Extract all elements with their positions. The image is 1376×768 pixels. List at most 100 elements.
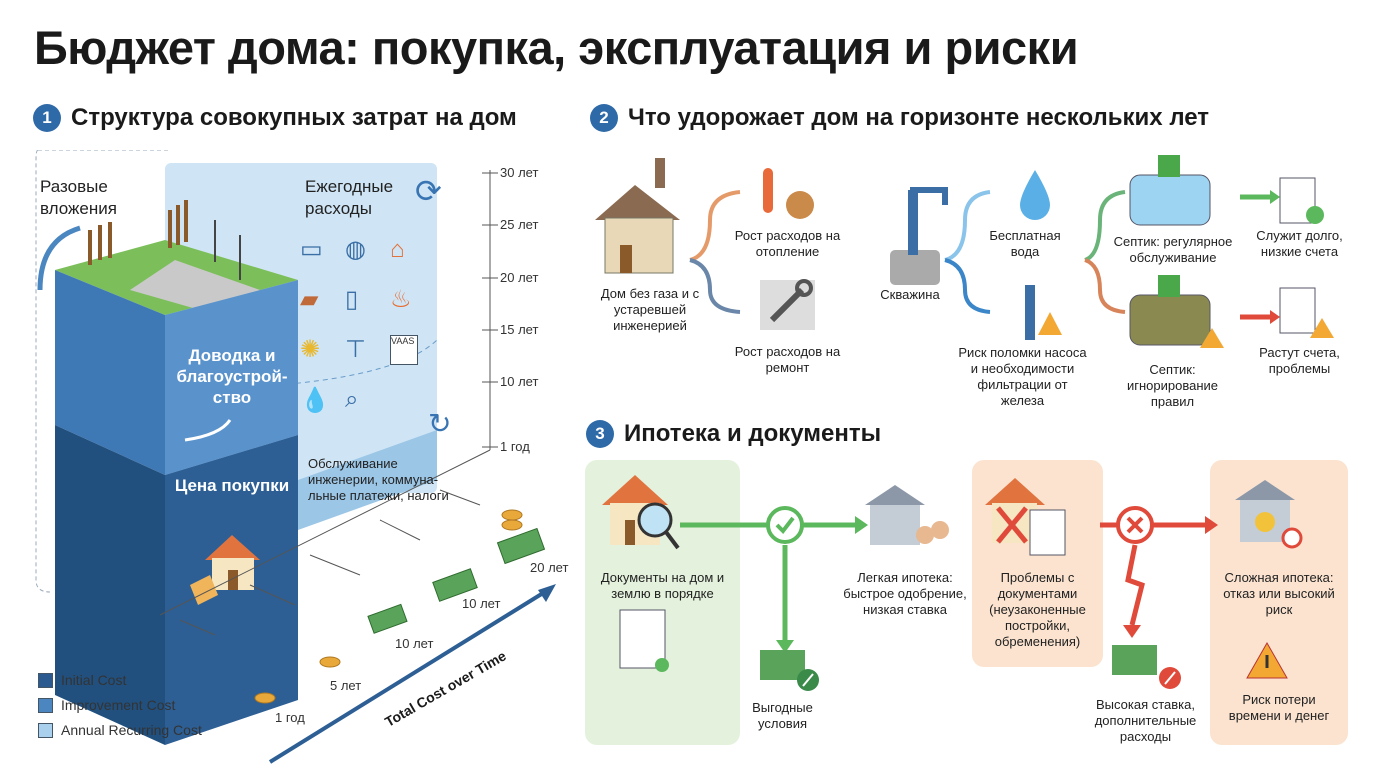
arrow-icon — [1084, 190, 1126, 262]
filter-icon: ▯ — [345, 286, 359, 314]
bank-sad-icon — [1235, 480, 1303, 549]
arrow-icon — [689, 258, 741, 314]
cash-percent-icon — [1112, 645, 1181, 689]
good-terms-label: Выгодные условия — [752, 700, 813, 731]
section-badge: 3 — [586, 420, 614, 448]
section-2-header: 2 Что удорожает дом на горизонте несколь… — [590, 104, 1209, 132]
clock-icon: ↻ — [428, 408, 452, 439]
high-rate-label: Высокая ставка, дополнительные расходы — [1094, 697, 1197, 744]
section-3-header: 3 Ипотека и документы — [586, 420, 881, 448]
cost-step-label: 20 лет — [530, 560, 569, 575]
septic-bad-label: Септик: игнорирование правил — [1126, 362, 1219, 409]
tick-label: 30 лет — [500, 165, 539, 180]
broken-pump-icon — [1025, 285, 1035, 340]
annual-panel-side — [298, 430, 437, 530]
legend-label: Improvement Cost — [61, 697, 176, 713]
documents-check-icon — [619, 609, 669, 672]
cost-step-label: 1 год — [275, 710, 305, 725]
cost-step-label: 5 лет — [330, 678, 362, 693]
bank-family-icon — [865, 485, 949, 545]
cash-icon — [367, 527, 546, 634]
section-badge: 1 — [33, 104, 61, 132]
pump-risk-label: Риск поломки насоса и необходимости филь… — [958, 345, 1087, 408]
cube-left-initial — [55, 425, 165, 745]
purchase-price-label: Цена покупки — [174, 476, 290, 495]
roof-icon: ⌂ — [390, 235, 405, 263]
well-label: Скважина — [880, 287, 940, 302]
tick-label: 25 лет — [500, 217, 539, 232]
zigzag-arrow-icon — [1125, 544, 1145, 626]
docs-problem-label: Проблемы с документами (неузаконенные по… — [989, 570, 1086, 649]
arrow-icon — [184, 419, 232, 442]
old-house-label: Дом без газа и с устаревшей инженерией — [600, 286, 700, 333]
page-title: Бюджет дома: покупка, эксплуатация и рис… — [34, 21, 1079, 74]
old-house-icon — [595, 158, 680, 274]
legend-item-initial: Initial Cost — [38, 672, 202, 688]
gutter-icon: ▰ — [300, 286, 319, 314]
section-1-header: 1 Структура совокупных затрат на дом — [33, 104, 517, 132]
arrow-icon — [944, 190, 991, 262]
house-magnifier-icon — [602, 475, 680, 550]
tank-icon: ◍ — [345, 236, 366, 264]
legend: Initial Cost Improvement Cost Annual Rec… — [38, 672, 202, 738]
total-cost-arrow — [268, 588, 550, 764]
maintenance-label: Обслуживание инженерии, коммуна-льные пл… — [308, 456, 449, 503]
check-circle-icon — [766, 506, 804, 544]
house-price-tag-icon — [190, 535, 260, 605]
cost-structure-graphic — [35, 150, 556, 764]
annual-label: Ежегодные расходы — [305, 177, 394, 218]
section-title: Ипотека и документы — [624, 420, 882, 447]
risk-label: Риск потери времени и денег — [1228, 692, 1330, 723]
legend-item-annual: Annual Recurring Cost — [38, 722, 202, 738]
cube-left-improvement — [55, 270, 165, 475]
wrench-handle — [769, 287, 805, 323]
repair-cost-label: Рост расходов на ремонт — [734, 344, 841, 375]
house-x-document-icon — [985, 478, 1066, 556]
annual-expenses-icons: ▭ ◍ ⌂ ▰ ▯ ♨ ✺ ⊤ VAAS 💧 ⌕ — [300, 225, 435, 425]
bill-ok-icon — [1279, 177, 1316, 224]
section-3-flow — [602, 475, 1303, 691]
warning-icon — [1038, 312, 1062, 335]
arrow-icon — [1084, 258, 1126, 314]
section-title: Что удорожает дом на горизонте нескольки… — [628, 104, 1210, 131]
hard-mortgage-label: Сложная ипотека: отказ или высокий риск — [1223, 570, 1335, 617]
thermometer-money-icon — [763, 168, 814, 219]
tick-label: 15 лет — [500, 322, 539, 337]
boiler-icon: ▭ — [300, 236, 323, 264]
arrow-icon — [944, 258, 991, 314]
well-pump-icon — [890, 187, 948, 285]
cash-percent-icon — [760, 650, 819, 691]
docs-bad-panel — [972, 460, 1103, 667]
septic-ok-label: Септик: регулярное обслуживание — [1113, 234, 1233, 265]
improvement-label: Доводка и благоустрой-ство — [176, 346, 288, 407]
faucet-icon: ⊤ — [345, 336, 366, 364]
magnifier-icon: ⌕ — [345, 386, 359, 414]
flame-icon: ♨ — [390, 286, 412, 314]
tick-label: 10 лет — [500, 374, 539, 389]
arrow-up-icon — [37, 225, 81, 291]
coins-icon — [254, 509, 523, 704]
result-ok-label: Служит долго, низкие счета — [1256, 228, 1343, 259]
fence-icon — [88, 200, 188, 265]
water-drop-icon — [1020, 170, 1050, 220]
cost-step-label: 10 лет — [462, 596, 501, 611]
tax-document-icon: VAAS — [390, 334, 418, 365]
section-2-flow — [595, 155, 1334, 348]
arrow-icon — [689, 190, 741, 262]
legend-label: Initial Cost — [61, 672, 127, 688]
cube-front-improvement — [165, 280, 298, 475]
free-water-label: Бесплатная вода — [989, 228, 1061, 259]
water-drop-icon: 💧 — [300, 386, 330, 414]
septic-sad-icon — [1129, 294, 1211, 346]
bill-bad-icon — [1279, 287, 1316, 334]
section-badge: 2 — [590, 104, 618, 132]
lightbulb-icon: ✺ — [300, 336, 321, 364]
tick-label: 1 год — [500, 439, 530, 454]
heating-cost-label: Рост расходов на отопление — [734, 228, 841, 259]
cost-step-label: 10 лет — [395, 636, 434, 651]
tick-label: 20 лет — [500, 270, 539, 285]
warning-icon — [1200, 328, 1224, 348]
section-title: Структура совокупных затрат на дом — [71, 104, 517, 131]
one-time-label: Разовые вложения — [40, 177, 117, 218]
easy-mortgage-label: Легкая ипотека: быстрое одобрение, низка… — [843, 570, 967, 617]
